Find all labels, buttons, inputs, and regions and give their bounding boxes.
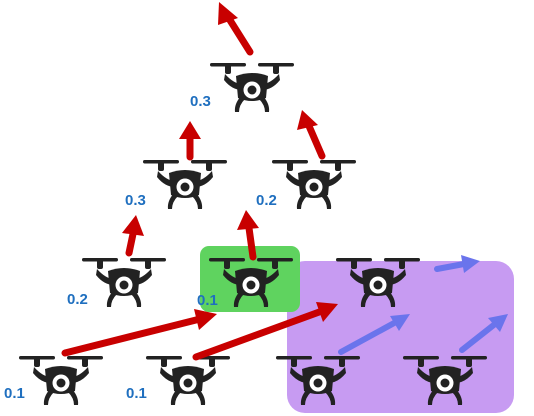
drone-top: 0.3 (190, 63, 294, 112)
weight-label: 0.2 (256, 192, 277, 209)
weight-label: 0.1 (126, 385, 147, 402)
red-arrow-lower-left-up (122, 215, 144, 257)
red-arrow-mid-right-up (297, 110, 326, 160)
quadcopter-drone-icon (210, 63, 294, 112)
weight-label: 0.1 (4, 385, 25, 402)
drone-lower-left: 0.2 (67, 258, 166, 308)
weight-label: 0.3 (190, 93, 211, 110)
blue-arrow-bottom-right-diagonal (459, 314, 508, 353)
quadcopter-drone-icon (143, 160, 227, 209)
red-arrow-top-up (218, 2, 254, 56)
drone-bottom-center: 0.1 (126, 356, 230, 405)
quadcopter-drone-icon (272, 160, 356, 209)
blue-arrow-bottom-left-diagonal (338, 314, 410, 355)
weight-label: 0.3 (125, 192, 146, 209)
drone-mid-right: 0.2 (256, 160, 356, 209)
red-arrow-bottom-center-diagonal (192, 302, 338, 361)
quadcopter-drone-icon (146, 356, 230, 405)
blue-arrow-right (434, 255, 480, 273)
weight-label: 0.2 (67, 291, 88, 308)
drone-mid-left: 0.3 (125, 160, 227, 209)
drone-bottom-left: 0.1 (4, 356, 103, 405)
red-arrow-lower-center-up (237, 210, 259, 261)
red-arrow-mid-left-up (179, 121, 201, 161)
quadcopter-drone-icon (19, 356, 103, 405)
drone-lower-center: 0.1 (197, 258, 293, 309)
quadcopter-drone-icon (82, 258, 166, 307)
red-arrow-bottom-left-diagonal (61, 309, 217, 357)
weight-label: 0.1 (197, 292, 218, 309)
